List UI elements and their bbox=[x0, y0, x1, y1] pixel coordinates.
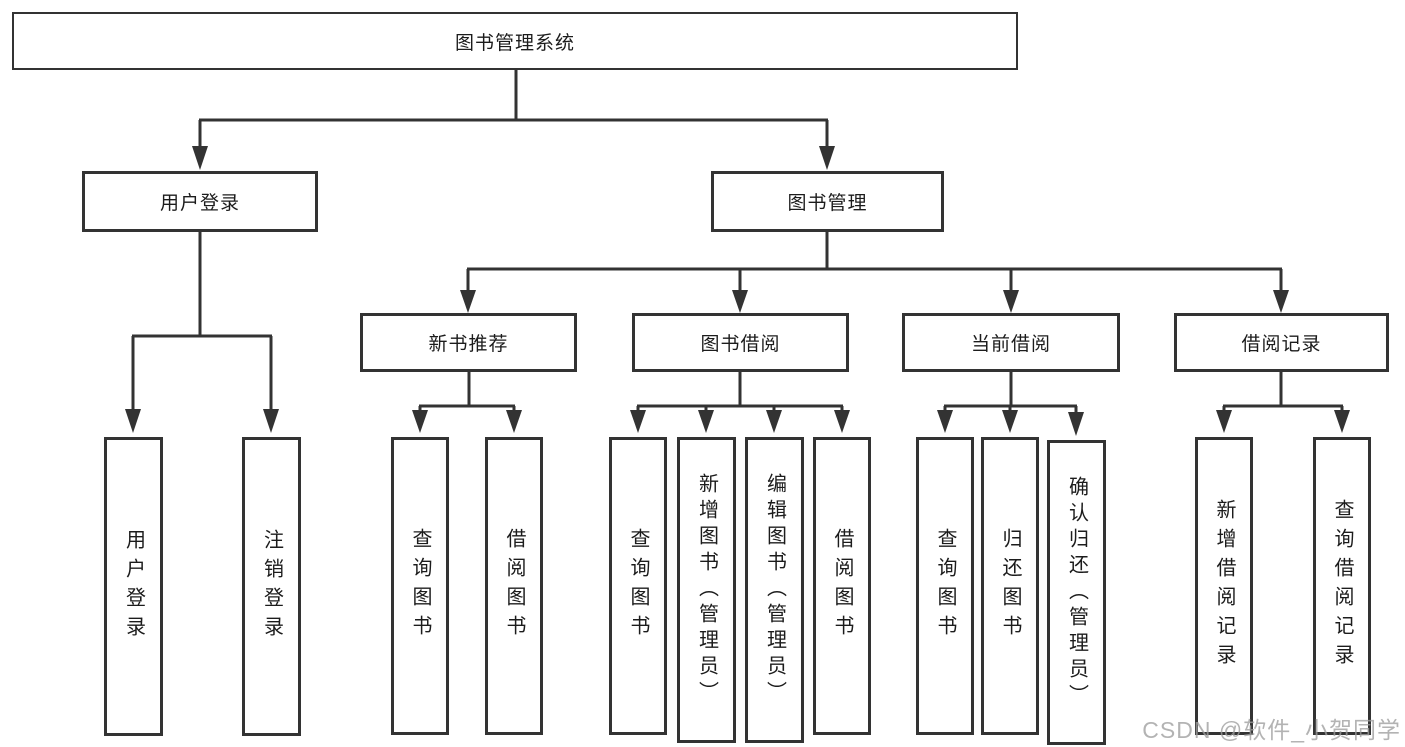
node-label: 图书管理 bbox=[787, 193, 868, 214]
node-current-borrow: 当前借阅 bbox=[902, 313, 1120, 372]
node-label: 当前借阅 bbox=[970, 334, 1051, 355]
node-new-book-recommend: 新书推荐 bbox=[360, 313, 577, 372]
leaf-query-book-3: 查询图书 bbox=[916, 437, 974, 735]
node-label: 用户登录 bbox=[122, 528, 145, 645]
csdn-watermark: CSDN @软件_小贺同学 bbox=[1142, 717, 1401, 743]
leaf-query-book-2: 查询图书 bbox=[609, 437, 667, 735]
leaf-return-book: 归还图书 bbox=[981, 437, 1039, 735]
node-label: 图书管理系统 bbox=[454, 32, 575, 54]
node-label: 新增借阅记录 bbox=[1213, 499, 1235, 673]
node-label: 归还图书 bbox=[999, 528, 1021, 644]
node-label: 查询借阅记录 bbox=[1331, 499, 1353, 673]
node-label: 用户登录 bbox=[159, 193, 240, 214]
node-label: 查询图书 bbox=[934, 528, 956, 644]
node-label: 编辑图书（管理员） bbox=[763, 473, 786, 707]
node-borrow-record: 借阅记录 bbox=[1174, 313, 1389, 372]
leaf-query-book-1: 查询图书 bbox=[391, 437, 449, 735]
node-user-login: 用户登录 bbox=[82, 171, 318, 232]
leaf-borrow-book-1: 借阅图书 bbox=[485, 437, 543, 735]
node-book-borrow: 图书借阅 bbox=[632, 313, 849, 372]
node-label: 图书借阅 bbox=[700, 334, 781, 355]
node-label: 查询图书 bbox=[627, 528, 649, 644]
node-label: 确认归还（管理员） bbox=[1065, 475, 1088, 710]
leaf-borrow-book-2: 借阅图书 bbox=[813, 437, 871, 735]
node-label: 借阅图书 bbox=[831, 528, 853, 644]
node-label: 借阅图书 bbox=[503, 528, 525, 644]
leaf-add-borrow-record: 新增借阅记录 bbox=[1195, 437, 1253, 735]
leaf-logout: 注销登录 bbox=[242, 437, 301, 736]
leaf-add-book-admin: 新增图书（管理员） bbox=[677, 437, 736, 743]
leaf-user-login: 用户登录 bbox=[104, 437, 163, 736]
leaf-query-borrow-record: 查询借阅记录 bbox=[1313, 437, 1371, 735]
node-book-management: 图书管理 bbox=[711, 171, 944, 232]
node-label: 新增图书（管理员） bbox=[695, 473, 718, 707]
node-label: 借阅记录 bbox=[1241, 334, 1322, 355]
node-library-system: 图书管理系统 bbox=[12, 12, 1018, 70]
node-label: 新书推荐 bbox=[428, 334, 509, 355]
node-label: 查询图书 bbox=[409, 528, 431, 644]
node-label: 注销登录 bbox=[260, 528, 283, 645]
leaf-edit-book-admin: 编辑图书（管理员） bbox=[745, 437, 804, 743]
leaf-confirm-return-admin: 确认归还（管理员） bbox=[1047, 440, 1106, 745]
